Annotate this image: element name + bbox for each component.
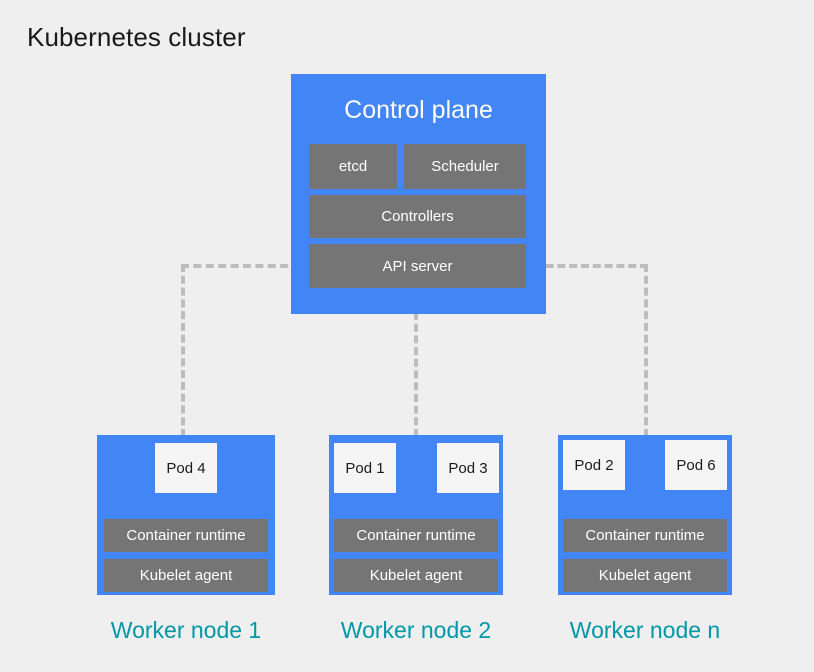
- worker-node-1-container-runtime[interactable]: Container runtime: [104, 519, 268, 552]
- page-title: Kubernetes cluster: [27, 22, 246, 52]
- worker-node-1-kubelet-agent[interactable]: Kubelet agent: [104, 559, 268, 592]
- worker-node-n-pod-2[interactable]: Pod 2: [563, 440, 625, 490]
- worker-node-n-kubelet-agent[interactable]: Kubelet agent: [563, 559, 727, 592]
- worker-node-n-pod-6[interactable]: Pod 6: [665, 440, 727, 490]
- control-plane-component-etcd[interactable]: etcd: [309, 144, 397, 189]
- connector-api-server-to-worker-node-n-vertical: [644, 264, 648, 437]
- worker-node-2-pod-1[interactable]: Pod 1: [334, 443, 396, 493]
- worker-node-1-pod-4[interactable]: Pod 4: [155, 443, 217, 493]
- control-plane-component-api-server[interactable]: API server: [309, 244, 526, 288]
- worker-node-2-container-runtime[interactable]: Container runtime: [334, 519, 498, 552]
- connector-control-plane-to-worker-node-2-vertical: [414, 312, 418, 437]
- control-plane-component-scheduler[interactable]: Scheduler: [404, 144, 526, 189]
- control-plane-component-controllers[interactable]: Controllers: [309, 195, 526, 238]
- control-plane-title: Control plane: [344, 96, 493, 124]
- worker-node-2-pod-3[interactable]: Pod 3: [437, 443, 499, 493]
- worker-node-1-label: Worker node 1: [110, 617, 262, 643]
- worker-node-n-container-runtime[interactable]: Container runtime: [563, 519, 727, 552]
- connector-api-server-to-worker-node-1-vertical: [181, 264, 185, 437]
- worker-node-2-kubelet-agent[interactable]: Kubelet agent: [334, 559, 498, 592]
- worker-node-n-label: Worker node n: [569, 617, 721, 643]
- worker-node-2-label: Worker node 2: [340, 617, 492, 643]
